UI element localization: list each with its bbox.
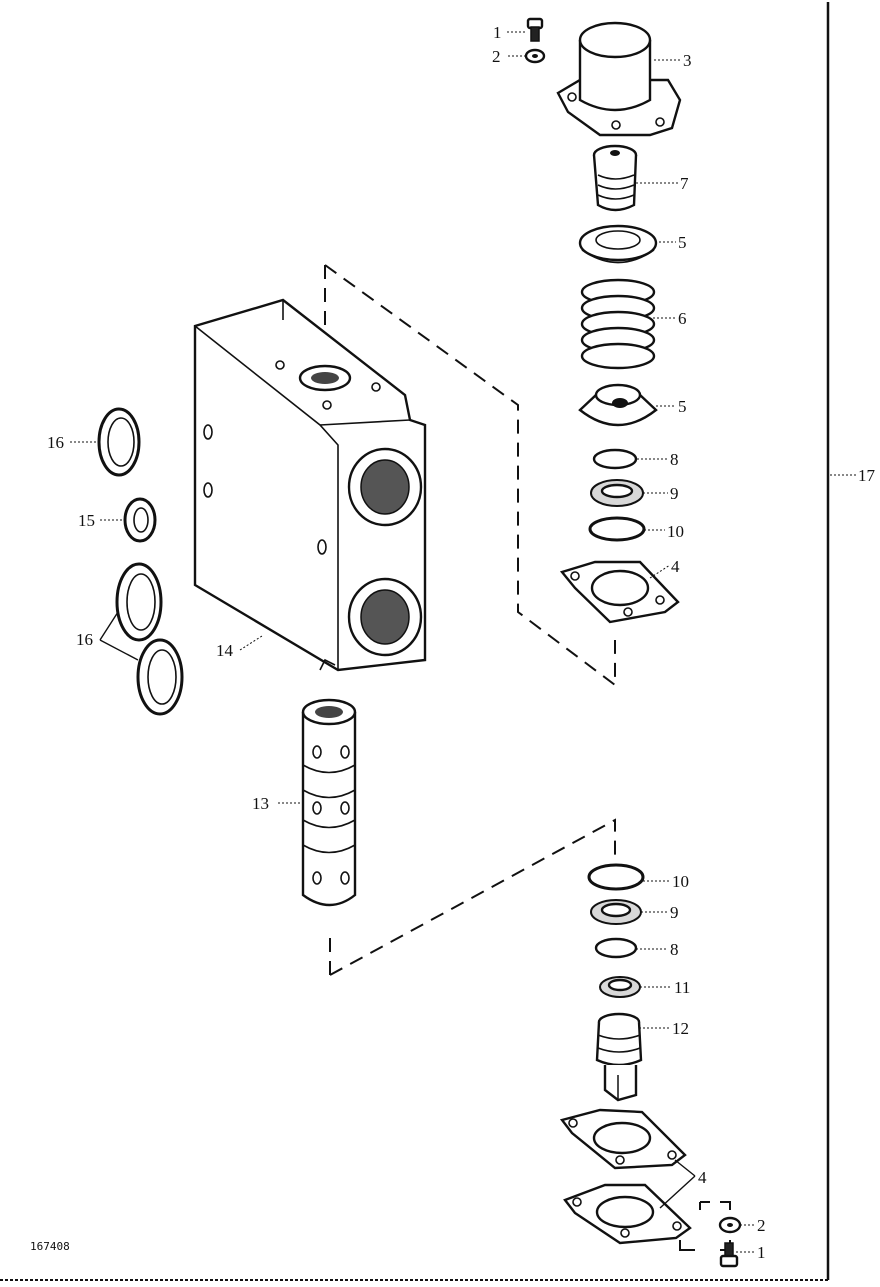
seal-16-mid — [115, 562, 163, 642]
callout-c2b: 2 — [757, 1216, 766, 1235]
oring-8-lower — [594, 937, 638, 959]
cover-plate-lower-b — [563, 1183, 692, 1245]
callout-c15: 15 — [78, 511, 95, 530]
callout-c5a: 5 — [678, 233, 687, 252]
spring-seat-lower — [578, 383, 658, 427]
oring-10-lower — [587, 863, 645, 891]
spring — [580, 278, 656, 370]
callout-c14: 14 — [216, 641, 234, 660]
oring-10-upper — [588, 516, 646, 542]
spool — [301, 698, 357, 907]
backup-ring-9-lower — [590, 899, 642, 925]
cover-plate-lower-a — [559, 1108, 687, 1170]
callout-c10a: 10 — [667, 522, 684, 541]
ring-11 — [599, 976, 641, 998]
end-cap — [556, 21, 682, 137]
cover-plate-upper — [559, 560, 680, 624]
bolt-bottom — [719, 1242, 739, 1268]
callout-c16b: 16 — [76, 630, 93, 649]
oring-8-upper — [592, 448, 638, 470]
callout-c10b: 10 — [672, 872, 689, 891]
bolt-top — [526, 17, 544, 42]
leader-lines — [70, 31, 856, 1253]
plunger — [595, 1012, 643, 1102]
spring-seat-upper — [578, 224, 658, 264]
washer-bottom — [718, 1216, 742, 1234]
seal-16-top — [97, 407, 141, 477]
figure-code: 167408 — [30, 1240, 70, 1253]
callout-c9a: 9 — [670, 484, 679, 503]
seal-16-low — [136, 638, 184, 716]
drawing-frame — [0, 2, 830, 1281]
callout-c1a: 1 — [493, 23, 502, 42]
backup-ring-9-upper — [590, 479, 644, 507]
callout-c16a: 16 — [47, 433, 64, 452]
callout-c1b: 1 — [757, 1243, 766, 1262]
callout-c13: 13 — [252, 794, 269, 813]
seal-15 — [123, 497, 157, 543]
callout-c3: 3 — [683, 51, 692, 70]
callout-c17: 17 — [858, 466, 876, 485]
callout-c8b: 8 — [670, 940, 679, 959]
callout-c4b: 4 — [698, 1168, 707, 1187]
callout-c2a: 2 — [492, 47, 501, 66]
spring-guide — [592, 144, 638, 212]
washer-top — [524, 48, 546, 64]
callout-c9b: 9 — [670, 903, 679, 922]
callout-c7: 7 — [680, 174, 689, 193]
valve-body — [193, 298, 427, 672]
callout-c8a: 8 — [670, 450, 679, 469]
callout-c12: 12 — [672, 1019, 689, 1038]
callout-c6: 6 — [678, 309, 687, 328]
callout-c4a: 4 — [671, 557, 680, 576]
callout-c5b: 5 — [678, 397, 687, 416]
callout-c11: 11 — [674, 978, 690, 997]
